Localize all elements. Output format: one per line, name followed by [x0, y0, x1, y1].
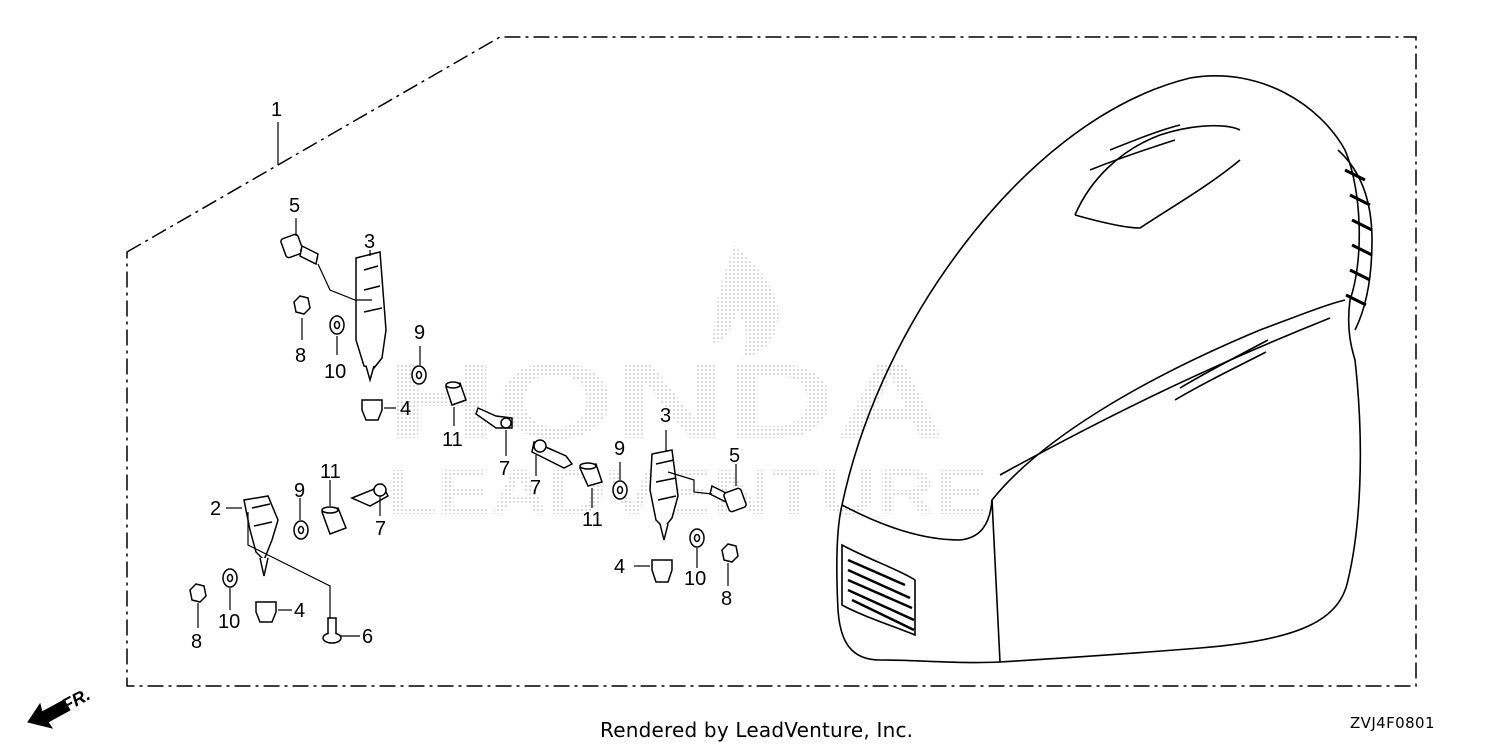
callout-8-upper: 8 — [295, 345, 306, 367]
nut-8-lower-left — [189, 583, 207, 603]
callout-9-lower: 9 — [294, 480, 305, 502]
front-arrow-icon — [27, 699, 71, 729]
watermark-line2: LEADVENTURE — [388, 456, 988, 528]
pin-7-upper — [475, 406, 513, 429]
diagram-code: ZVJ4F0801 — [1350, 714, 1435, 732]
callout-1: 1 — [271, 99, 282, 121]
callout-11-middle: 11 — [582, 509, 603, 531]
kit-boundary — [126, 36, 1417, 687]
callout-5-upper: 5 — [289, 195, 300, 217]
bracket-right — [649, 449, 679, 541]
collar-11-upper — [445, 381, 467, 406]
bolt-5-upper — [280, 233, 319, 266]
bolt-5-right — [709, 484, 747, 513]
callout-4-upper: 4 — [400, 398, 411, 420]
callout-11-lower: 11 — [320, 461, 341, 483]
grommet-4-right — [651, 559, 673, 583]
callout-8-lower: 8 — [191, 631, 202, 653]
grommet-4-upper — [361, 399, 383, 421]
washer-9-middle — [612, 480, 628, 500]
collar-11-lower-left — [321, 506, 347, 535]
callout-9-middle: 9 — [614, 438, 625, 460]
callout-6: 6 — [362, 626, 373, 648]
callout-11-upper: 11 — [442, 429, 463, 451]
parts — [189, 233, 747, 644]
watermark-flame-icon — [712, 245, 779, 358]
leader-lines — [197, 122, 737, 637]
pin-7-lower-left — [350, 482, 389, 507]
washer-10-right — [689, 528, 705, 548]
callout-7-lower: 7 — [375, 518, 386, 540]
watermark: HONDA LEADVENTURE — [386, 245, 988, 528]
washer-9-lower-left — [293, 520, 309, 540]
pin-7-middle — [531, 439, 574, 469]
front-marker: FR. — [27, 684, 93, 729]
grommet-4-lower-left — [255, 601, 277, 623]
bracket-lower-left — [243, 495, 279, 577]
callout-4-right: 4 — [614, 556, 625, 578]
callout-5-right: 5 — [729, 445, 740, 467]
footer-credit: Rendered by LeadVenture, Inc. — [600, 718, 914, 742]
callout-10-lower: 10 — [218, 611, 240, 633]
nut-8-upper — [293, 295, 311, 315]
callout-7-middle: 7 — [530, 477, 541, 499]
callout-9-upper: 9 — [414, 322, 425, 344]
callout-8-right: 8 — [721, 588, 732, 610]
engine-cover — [836, 75, 1373, 664]
callouts: 1 2 3 3 4 4 4 5 5 6 7 7 7 8 8 8 9 9 9 10… — [191, 99, 740, 653]
callout-3-right: 3 — [660, 405, 671, 427]
washer-10-lower-left — [222, 568, 238, 588]
bolt-6 — [322, 617, 342, 644]
washer-9-upper — [411, 365, 427, 385]
bracket-upper-left — [355, 251, 387, 383]
washer-10-upper — [329, 315, 345, 335]
collar-11-middle — [578, 462, 603, 487]
callout-2: 2 — [210, 498, 221, 520]
callout-10-upper: 10 — [324, 361, 346, 383]
nut-8-right — [721, 543, 739, 563]
callout-3-upper: 3 — [364, 231, 375, 253]
callout-7-upper: 7 — [499, 458, 510, 480]
callout-10-right: 10 — [684, 568, 706, 590]
callout-4-lower: 4 — [294, 600, 305, 622]
